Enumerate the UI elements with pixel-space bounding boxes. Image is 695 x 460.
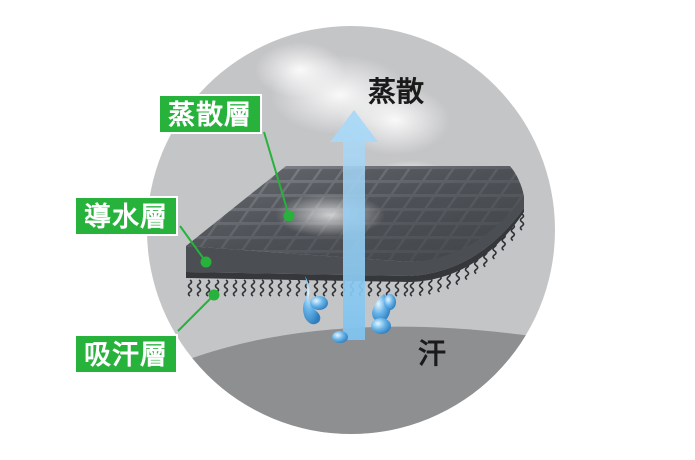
water-droplet-icon [303,276,396,343]
evaporation-arrow-icon [330,110,378,340]
label-sweat-absorbing-layer: 吸汗層 [74,334,178,374]
label-sweat: 汗 [418,337,447,370]
fabric-edge [186,196,524,276]
leader-lines [177,131,295,332]
label-evaporation-layer: 蒸散層 [158,94,262,134]
label-water-transport-layer: 導水層 [74,196,178,236]
label-evaporation: 蒸散 [368,75,425,108]
